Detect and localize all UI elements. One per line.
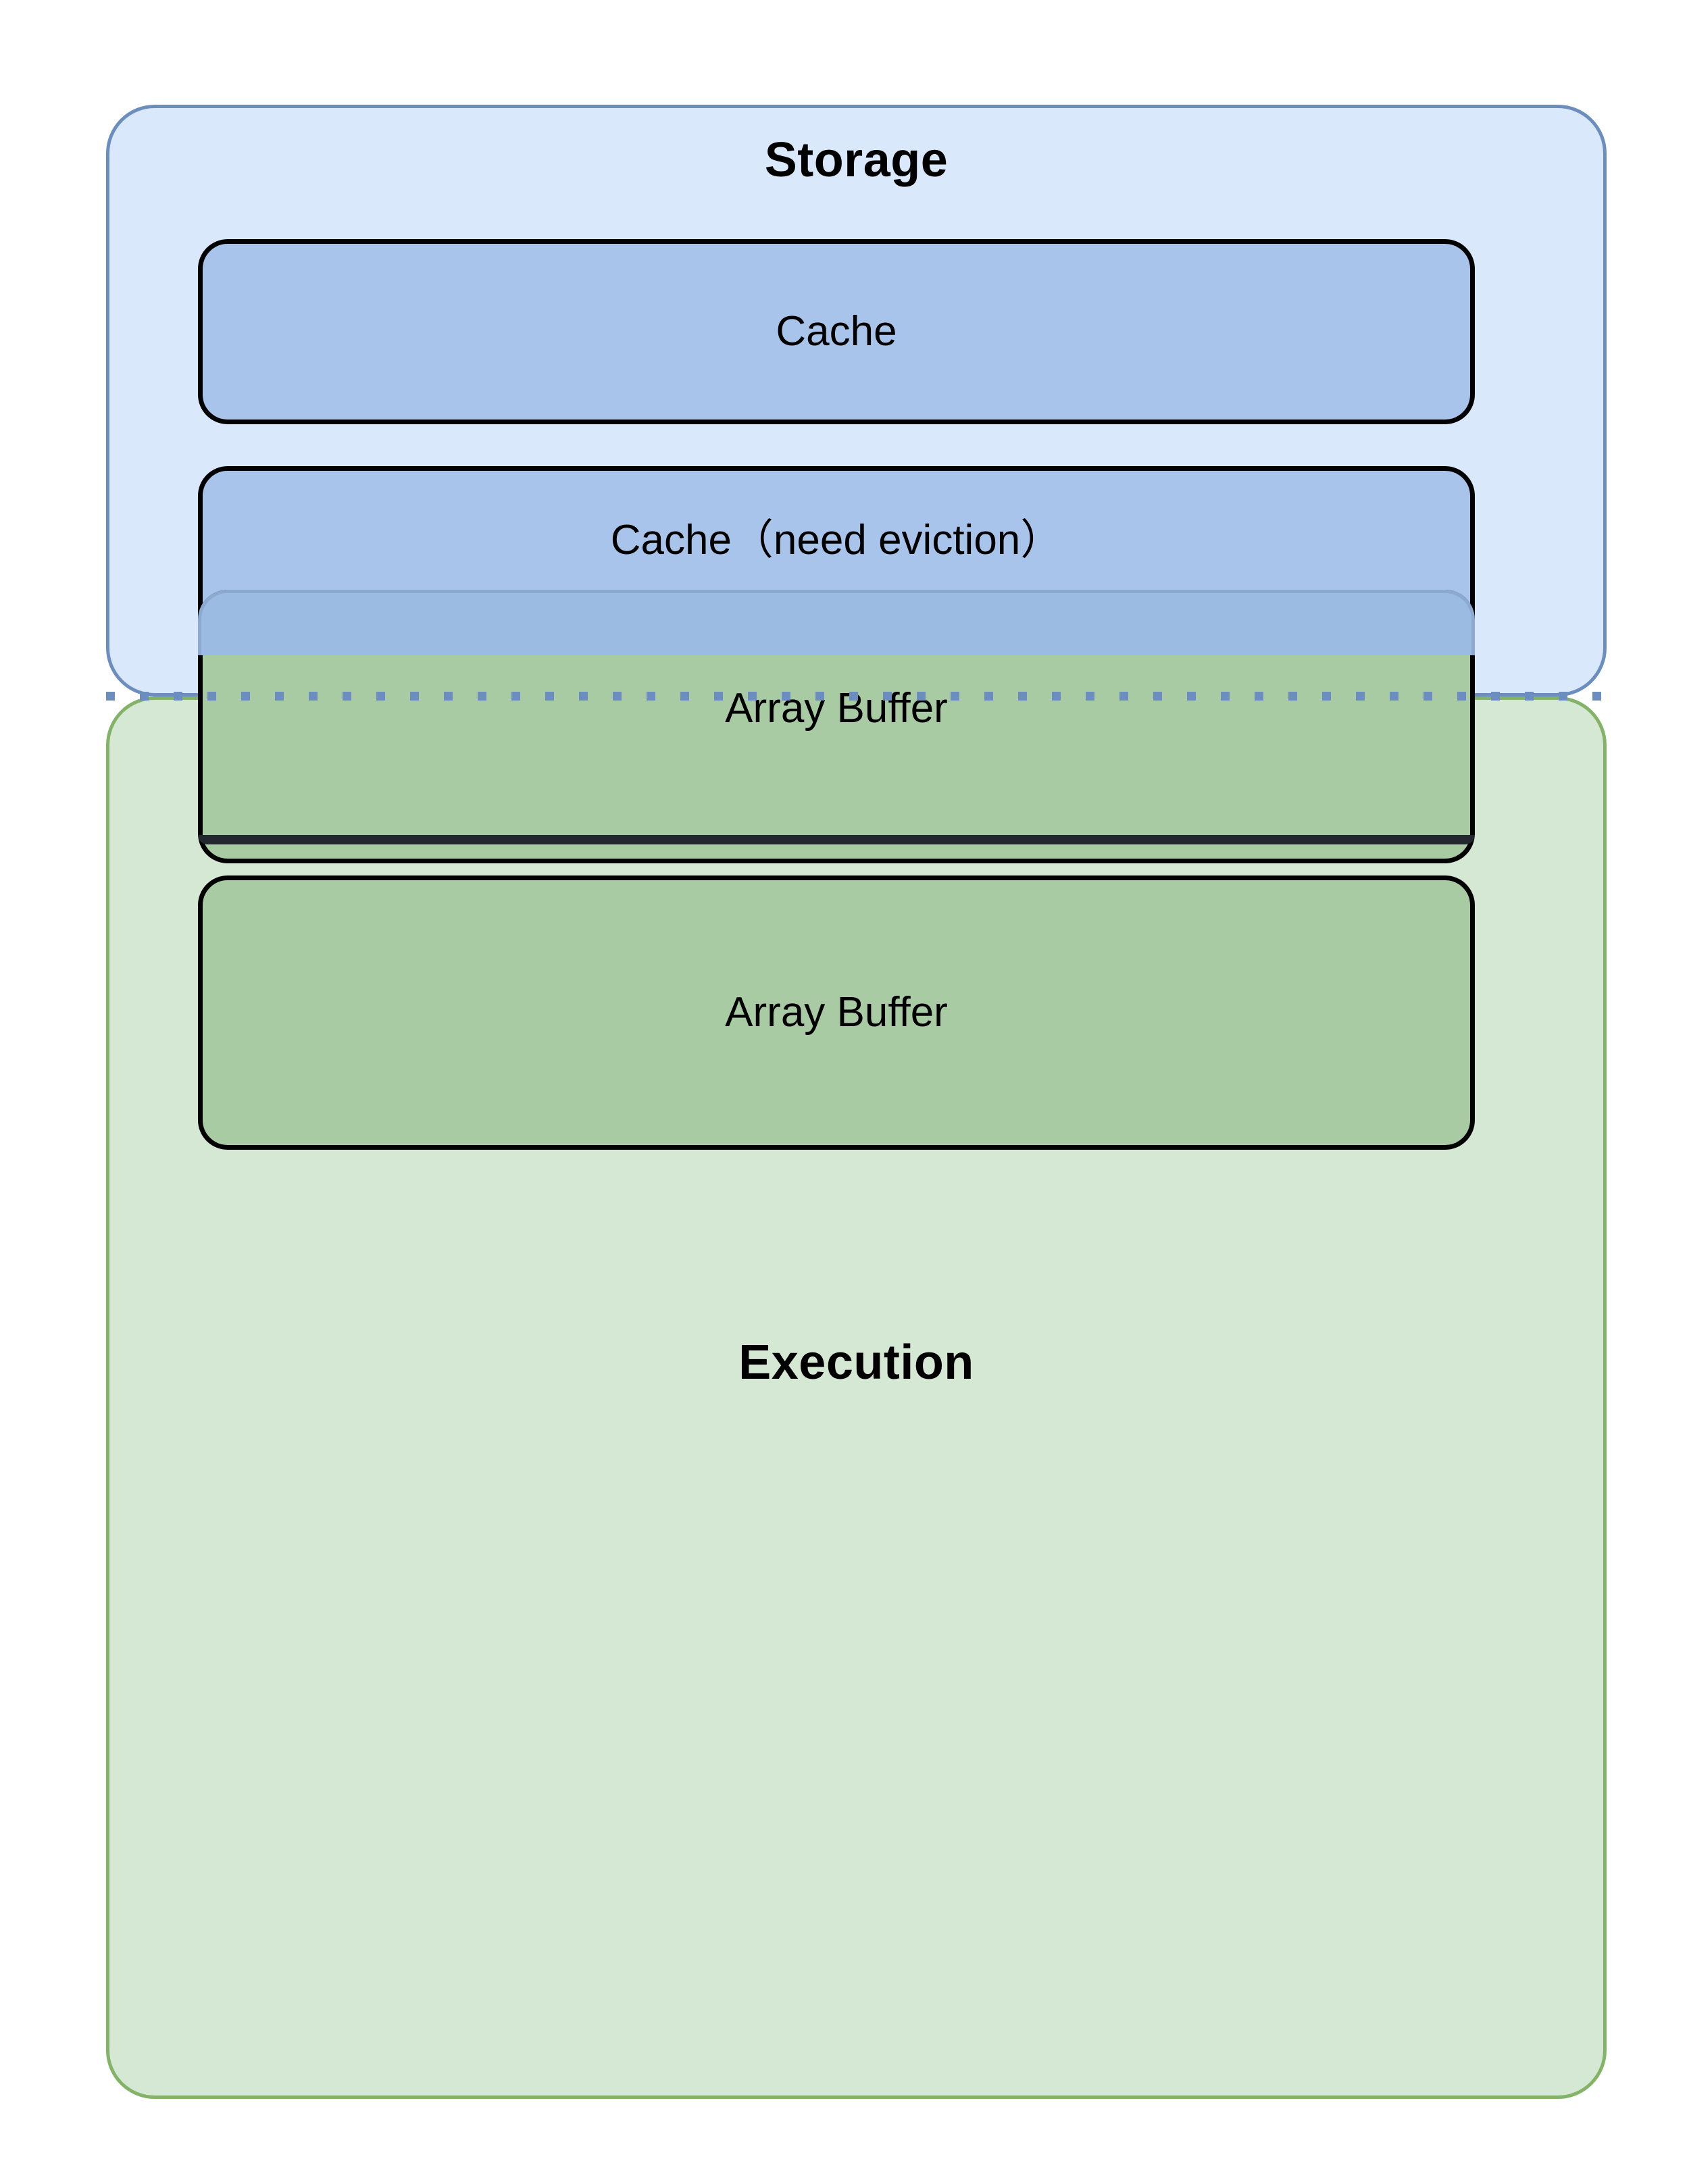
array-buffer-box-2-label: Array Buffer — [725, 988, 948, 1036]
cache-box-label: Cache — [776, 307, 897, 355]
cache-box[interactable]: Cache — [198, 239, 1475, 424]
storage-title: Storage — [764, 133, 949, 187]
storage-execution-separator — [106, 692, 1607, 701]
cache-need-eviction-bottom-edge — [198, 835, 1475, 844]
cache-need-eviction-box-label: Cache（need eviction） — [610, 517, 1063, 563]
array-buffer-overlap-shading — [198, 590, 1475, 655]
execution-title: Execution — [738, 1336, 974, 1390]
array-buffer-box-2[interactable]: Array Buffer — [198, 875, 1475, 1150]
